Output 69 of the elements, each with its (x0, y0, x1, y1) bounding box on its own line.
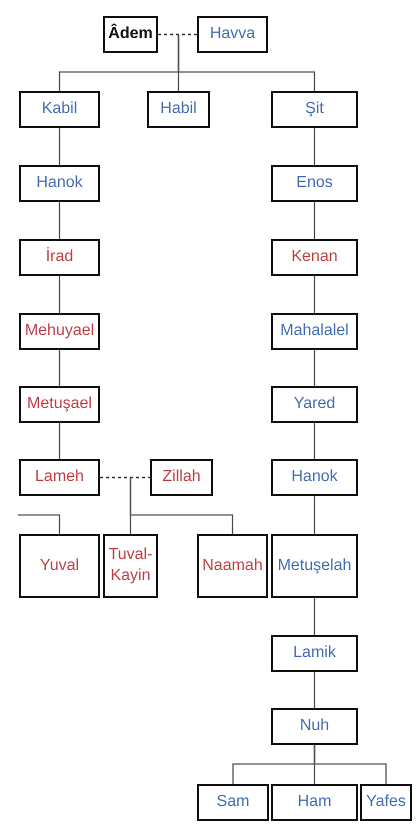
name-box (271, 165, 358, 202)
person-name: Habil (160, 99, 197, 120)
name-box (271, 386, 358, 423)
person-name: Enos (296, 173, 333, 194)
connector-line (314, 496, 316, 534)
person-name: Havva (210, 24, 256, 44)
name-box (19, 386, 100, 423)
name-box (271, 708, 358, 745)
connector-line (314, 202, 316, 239)
name-box (197, 784, 269, 821)
connector-line (17, 514, 60, 534)
name-box (19, 91, 100, 128)
name-box (19, 459, 100, 496)
person-name: Kabil (42, 99, 78, 120)
person-name: Yared (294, 394, 336, 414)
person-name: Şit (305, 99, 324, 120)
name-box (103, 16, 158, 53)
dashed-line (100, 476, 150, 478)
name-box (19, 165, 100, 202)
connector-line (314, 350, 316, 386)
person-name: Zillah (162, 467, 201, 488)
name-box (103, 534, 158, 598)
name-box (19, 534, 100, 598)
person-name: Mahalalel (280, 321, 349, 342)
name-box (271, 784, 358, 821)
person-name: Metuşael (27, 394, 92, 414)
connector-line (314, 128, 316, 165)
name-box (271, 239, 358, 276)
person-name: Lamik (293, 643, 336, 664)
name-box (197, 534, 268, 598)
connector-line (130, 478, 234, 534)
person-name: Hanok (291, 467, 338, 488)
person-name: Sam (216, 792, 250, 812)
connector-line (314, 745, 387, 784)
connector-line (58, 350, 60, 386)
person-name: Mehuyael (24, 321, 94, 342)
name-box (147, 91, 210, 128)
name-box (19, 313, 100, 350)
connector-line (314, 598, 316, 635)
person-name: Naamah (202, 556, 263, 576)
person-name: Yuval (40, 556, 80, 576)
person-name: İrad (46, 247, 74, 268)
connector-line (58, 276, 60, 313)
connector-line (58, 202, 60, 239)
person-name: Metuşelah (278, 556, 352, 576)
connector-line (58, 423, 60, 459)
name-box (271, 534, 358, 598)
name-box (150, 459, 213, 496)
connector-line (58, 128, 60, 165)
name-box (271, 635, 358, 672)
person-name: Lameh (35, 467, 84, 488)
name-box (271, 313, 358, 350)
person-name: Tuval-Kayin (108, 545, 154, 586)
name-box (271, 91, 358, 128)
dashed-line (158, 34, 197, 36)
connector-line (178, 34, 316, 91)
name-box (360, 784, 412, 821)
name-box (19, 239, 100, 276)
name-box (197, 16, 268, 53)
person-name: Hanok (36, 173, 83, 194)
person-name: Âdem (108, 24, 153, 44)
connector-line (314, 672, 316, 708)
person-name: Nuh (300, 716, 330, 736)
name-box (271, 459, 358, 496)
connector-line (314, 423, 316, 459)
person-name: Ham (298, 792, 332, 812)
person-name: Yafes (366, 792, 406, 812)
person-name: Kenan (291, 247, 338, 268)
connector-line (314, 276, 316, 313)
